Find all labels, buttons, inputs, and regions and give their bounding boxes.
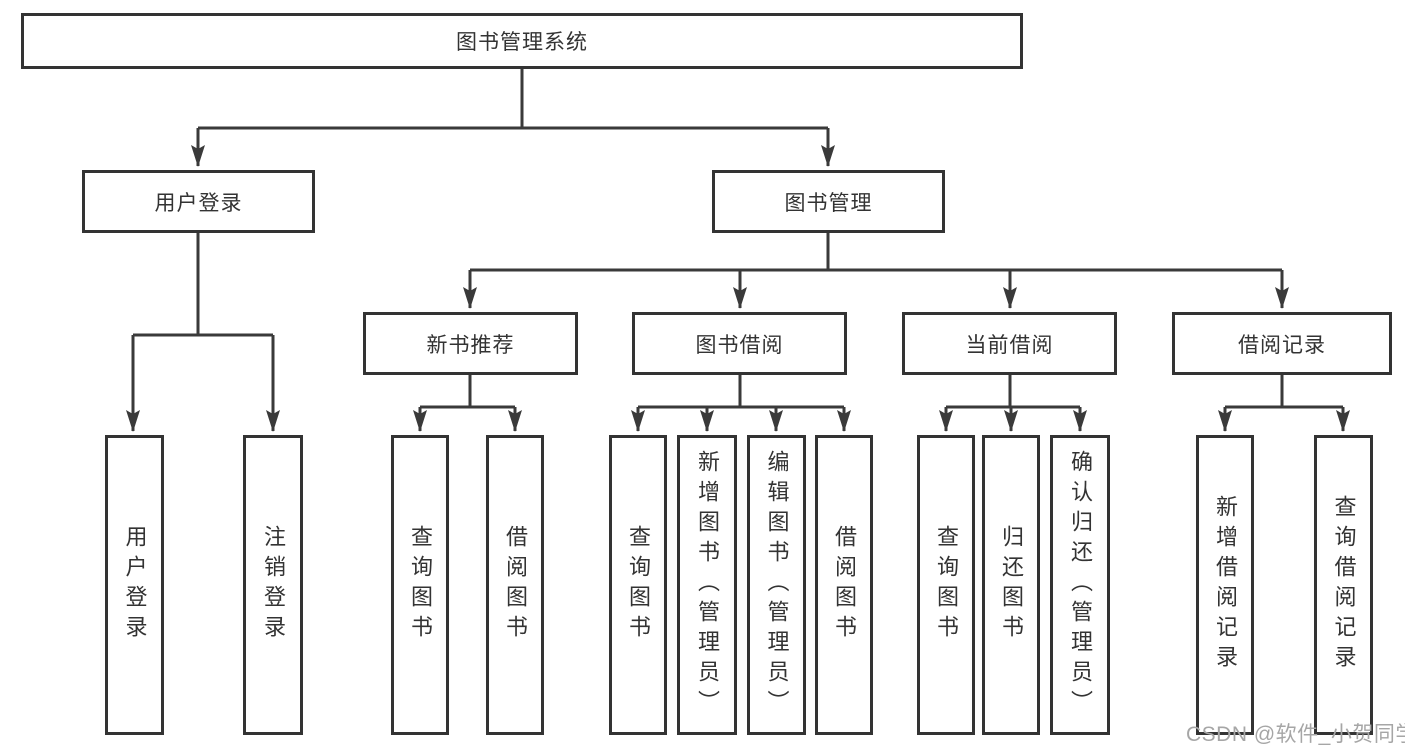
node-add-borrow-record: 新增借阅记录 [1196,435,1254,735]
node-logout-leaf-label: 注销登录 [261,525,286,645]
node-borrow-books-leaf-label: 借阅图书 [832,525,857,645]
node-borrowing-records: 借阅记录 [1172,312,1392,375]
node-user-login: 用户登录 [82,170,315,233]
node-add-books-admin: 新增图书（管理员） [677,435,737,735]
node-book-borrowing: 图书借阅 [632,312,847,375]
node-query-books-borrow-label: 查询图书 [626,525,651,645]
node-query-books-current-label: 查询图书 [934,525,959,645]
node-logout-leaf: 注销登录 [243,435,303,735]
node-user-login-label: 用户登录 [154,191,243,215]
node-current-borrowing-label: 当前借阅 [965,333,1054,357]
node-edit-books-admin-label: 编辑图书（管理员） [764,450,790,720]
node-return-books-label: 归还图书 [999,525,1024,645]
node-add-borrow-record-label: 新增借阅记录 [1213,495,1238,675]
node-confirm-return-admin-label: 确认归还（管理员） [1068,450,1093,720]
node-confirm-return-admin: 确认归还（管理员） [1050,435,1110,735]
node-new-book-recommend-label: 新书推荐 [426,333,515,357]
node-book-borrowing-label: 图书借阅 [695,333,784,357]
node-query-books-recommend-label: 查询图书 [408,525,433,645]
node-edit-books-admin: 编辑图书（管理员） [747,435,806,735]
node-new-book-recommend: 新书推荐 [363,312,578,375]
node-query-books-current: 查询图书 [917,435,975,735]
node-current-borrowing: 当前借阅 [902,312,1117,375]
node-query-borrow-record-label: 查询借阅记录 [1331,495,1357,675]
node-library-system-label: 图书管理系统 [456,31,588,54]
node-query-borrow-record: 查询借阅记录 [1314,435,1373,735]
node-query-books-recommend: 查询图书 [391,435,449,735]
node-query-books-borrow: 查询图书 [609,435,667,735]
node-user-login-leaf-label: 用户登录 [122,525,148,645]
node-book-management-label: 图书管理 [784,191,873,215]
node-borrowing-records-label: 借阅记录 [1238,333,1326,357]
node-library-system: 图书管理系统 [21,13,1023,69]
node-return-books: 归还图书 [982,435,1040,735]
csdn-watermark: CSDN @软件_小贺同学 [1186,723,1405,746]
node-borrow-books-recommend-label: 借阅图书 [503,525,528,645]
node-book-management: 图书管理 [712,170,945,233]
node-add-books-admin-label: 新增图书（管理员） [695,450,720,720]
node-user-login-leaf: 用户登录 [105,435,164,735]
node-borrow-books-leaf: 借阅图书 [815,435,873,735]
node-borrow-books-recommend: 借阅图书 [486,435,544,735]
